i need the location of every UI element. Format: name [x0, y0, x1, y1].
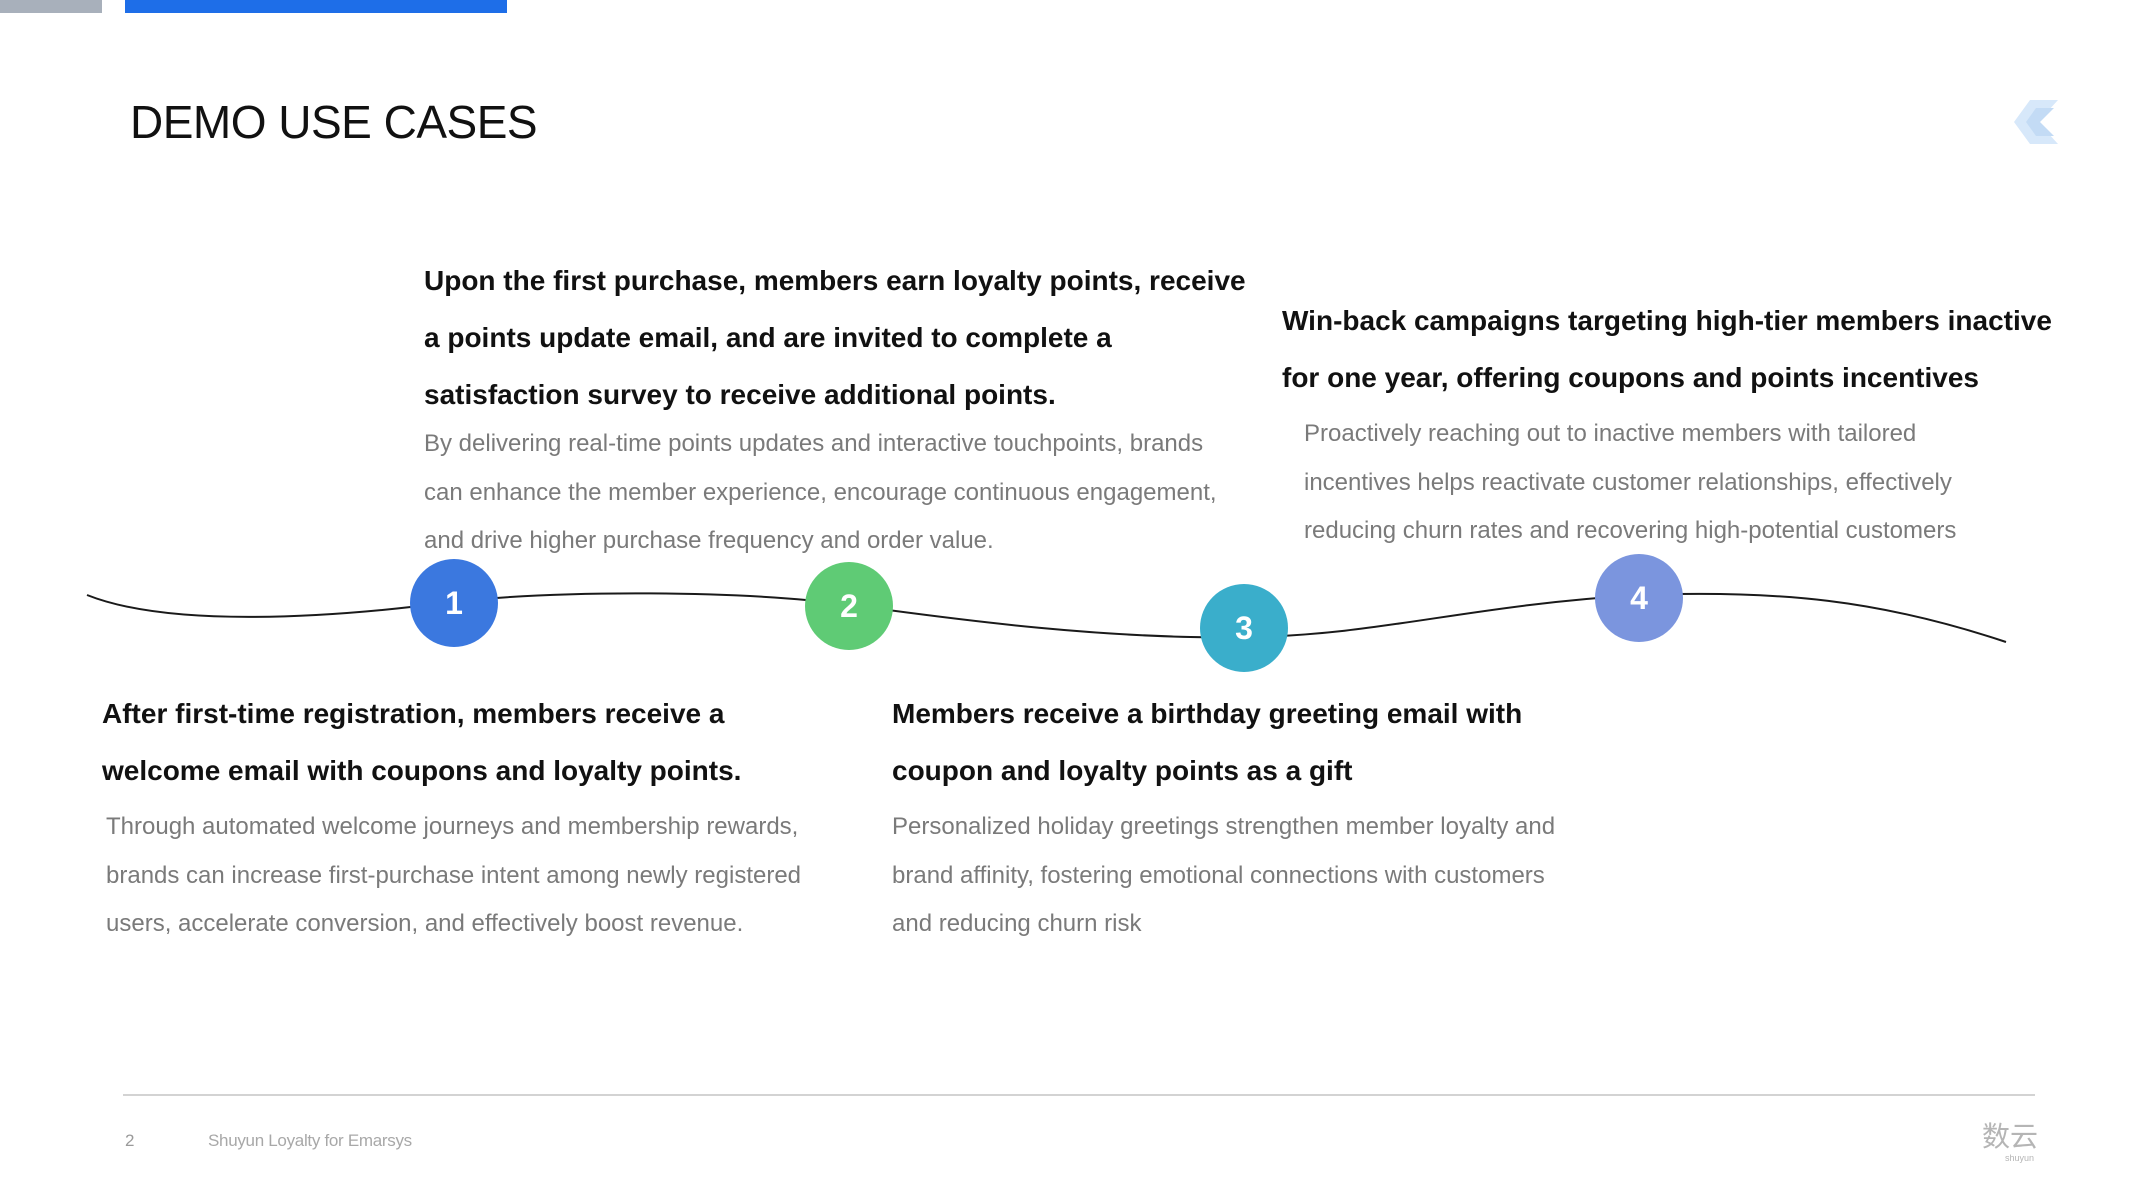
step-circle-4: 4	[1595, 554, 1683, 642]
case-description-line: Proactively reaching out to inactive mem…	[1304, 420, 1917, 447]
case-title-line: coupon and loyalty points as a gift	[892, 755, 1353, 786]
case-description-line: Through automated welcome journeys and m…	[106, 813, 799, 840]
case-description-line: can enhance the member experience, encou…	[424, 478, 1217, 506]
chevron-brand-icon	[2014, 100, 2058, 144]
case-title-line: After first-time registration, members r…	[102, 698, 725, 729]
case-title-line: welcome email with coupons and loyalty p…	[102, 755, 742, 786]
case-2: Upon the first purchase, members earn lo…	[424, 252, 1264, 566]
case-title: Members receive a birthday greeting emai…	[892, 685, 1652, 799]
step-circle-1: 1	[410, 559, 498, 647]
step-number: 4	[1630, 579, 1648, 616]
case-title-line: Members receive a birthday greeting emai…	[892, 698, 1523, 729]
case-description: Through automated welcome journeys and m…	[106, 803, 862, 949]
case-description-line: and reducing churn risk	[892, 910, 1142, 937]
top-accent-bar-gray	[0, 0, 102, 13]
footer-text: Shuyun Loyalty for Emarsys	[208, 1131, 412, 1150]
step-number: 1	[445, 584, 463, 621]
case-title-line: Upon the first purchase, members earn lo…	[424, 265, 1246, 296]
case-description-line: and drive higher purchase frequency and …	[424, 527, 994, 554]
case-title: Upon the first purchase, members earn lo…	[424, 252, 1264, 423]
footer-divider	[123, 1094, 2035, 1096]
case-title: After first-time registration, members r…	[102, 685, 862, 799]
case-description-line: brand affinity, fostering emotional conn…	[892, 861, 1545, 889]
case-1: After first-time registration, members r…	[102, 685, 862, 949]
case-4: Win-back campaigns targeting high-tier m…	[1282, 292, 2082, 556]
footer-logo-en: shuyun	[2004, 1153, 2034, 1163]
case-description-line: brands can increase first-purchase inten…	[106, 861, 802, 889]
case-description-line: Personalized holiday greetings strengthe…	[892, 813, 1556, 840]
case-title-line: Win-back campaigns targeting high-tier m…	[1282, 305, 2052, 336]
case-description: By delivering real-time points updates a…	[424, 420, 1264, 566]
case-description: Personalized holiday greetings strengthe…	[892, 803, 1652, 949]
case-title-line: for one year, offering coupons and point…	[1282, 362, 1979, 393]
case-title-line: satisfaction survey to receive additiona…	[424, 379, 1056, 410]
step-circle-2: 2	[805, 562, 893, 650]
case-title: Win-back campaigns targeting high-tier m…	[1282, 292, 2082, 406]
step-circle-3: 3	[1200, 584, 1288, 672]
top-accent-bar-blue	[125, 0, 507, 13]
case-3: Members receive a birthday greeting emai…	[892, 685, 1652, 949]
case-description-line: reducing churn rates and recovering high…	[1304, 517, 1957, 544]
case-description-line: By delivering real-time points updates a…	[424, 430, 1204, 457]
case-description-line: users, accelerate conversion, and effect…	[106, 910, 744, 937]
case-description: Proactively reaching out to inactive mem…	[1304, 410, 2082, 556]
step-number: 2	[840, 587, 858, 624]
page-title: DEMO USE CASES	[130, 96, 538, 148]
case-title-line: a points update email, and are invited t…	[424, 322, 1112, 353]
footer-logo-cn: 数云	[1981, 1120, 2038, 1153]
step-number: 3	[1235, 609, 1253, 646]
footer-page-number: 2	[125, 1131, 135, 1150]
case-description-line: incentives helps reactivate customer rel…	[1304, 468, 1952, 496]
shuyun-logo-icon: 数云 shuyun	[1968, 1121, 2038, 1165]
